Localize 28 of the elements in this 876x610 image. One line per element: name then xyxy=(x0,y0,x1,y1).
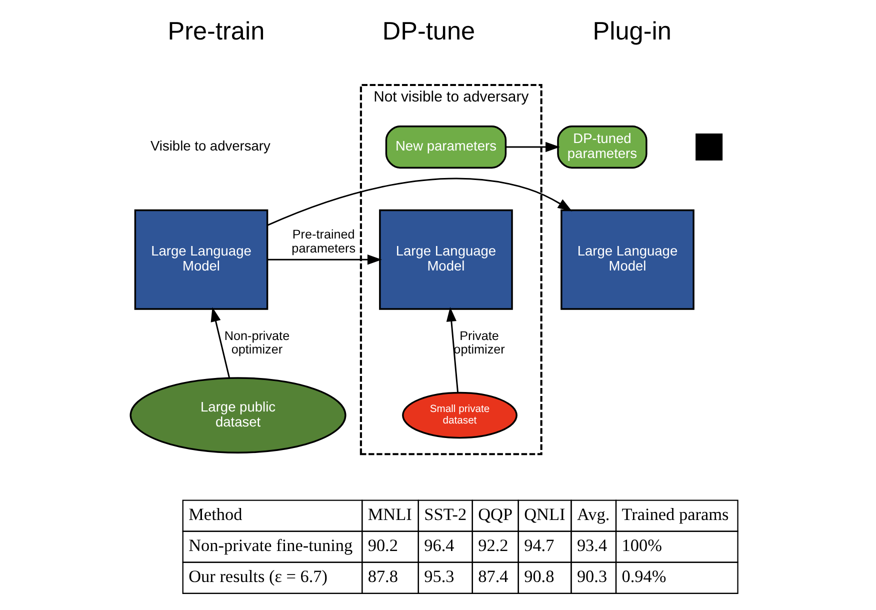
label: MNLI xyxy=(367,504,412,524)
label: QNLI xyxy=(524,504,565,524)
label: Method xyxy=(188,504,242,524)
label: 90.8 xyxy=(524,566,554,586)
label: Pre-train xyxy=(167,18,264,46)
label: 92.2 xyxy=(478,536,508,555)
label: Trained params xyxy=(621,504,728,524)
label: Plug-in xyxy=(592,18,671,46)
label: 94.7 xyxy=(524,536,554,555)
label: Avg. xyxy=(576,504,610,524)
label: SST-2 xyxy=(424,504,466,524)
label: 90.2 xyxy=(367,536,398,555)
label: 90.3 xyxy=(576,566,607,586)
label: 0.94% xyxy=(621,566,666,586)
edge-label: Non-private optimizer xyxy=(224,328,290,357)
label: Our results (ε = 6.7) xyxy=(188,566,328,586)
edge-label: Pre-trained parameters xyxy=(291,228,356,256)
label: DP-tune xyxy=(382,18,475,46)
label: 100% xyxy=(621,536,662,555)
label: 93.4 xyxy=(576,536,607,555)
label: Visible to adversary xyxy=(150,138,270,154)
label: 87.4 xyxy=(478,566,508,586)
label: 87.8 xyxy=(367,566,398,586)
label: 95.3 xyxy=(424,566,454,586)
edge-label: Private optimizer xyxy=(453,328,504,357)
label: QQP xyxy=(478,504,512,524)
label: Non-private fine-tuning xyxy=(188,536,352,555)
label: 96.4 xyxy=(424,536,454,555)
